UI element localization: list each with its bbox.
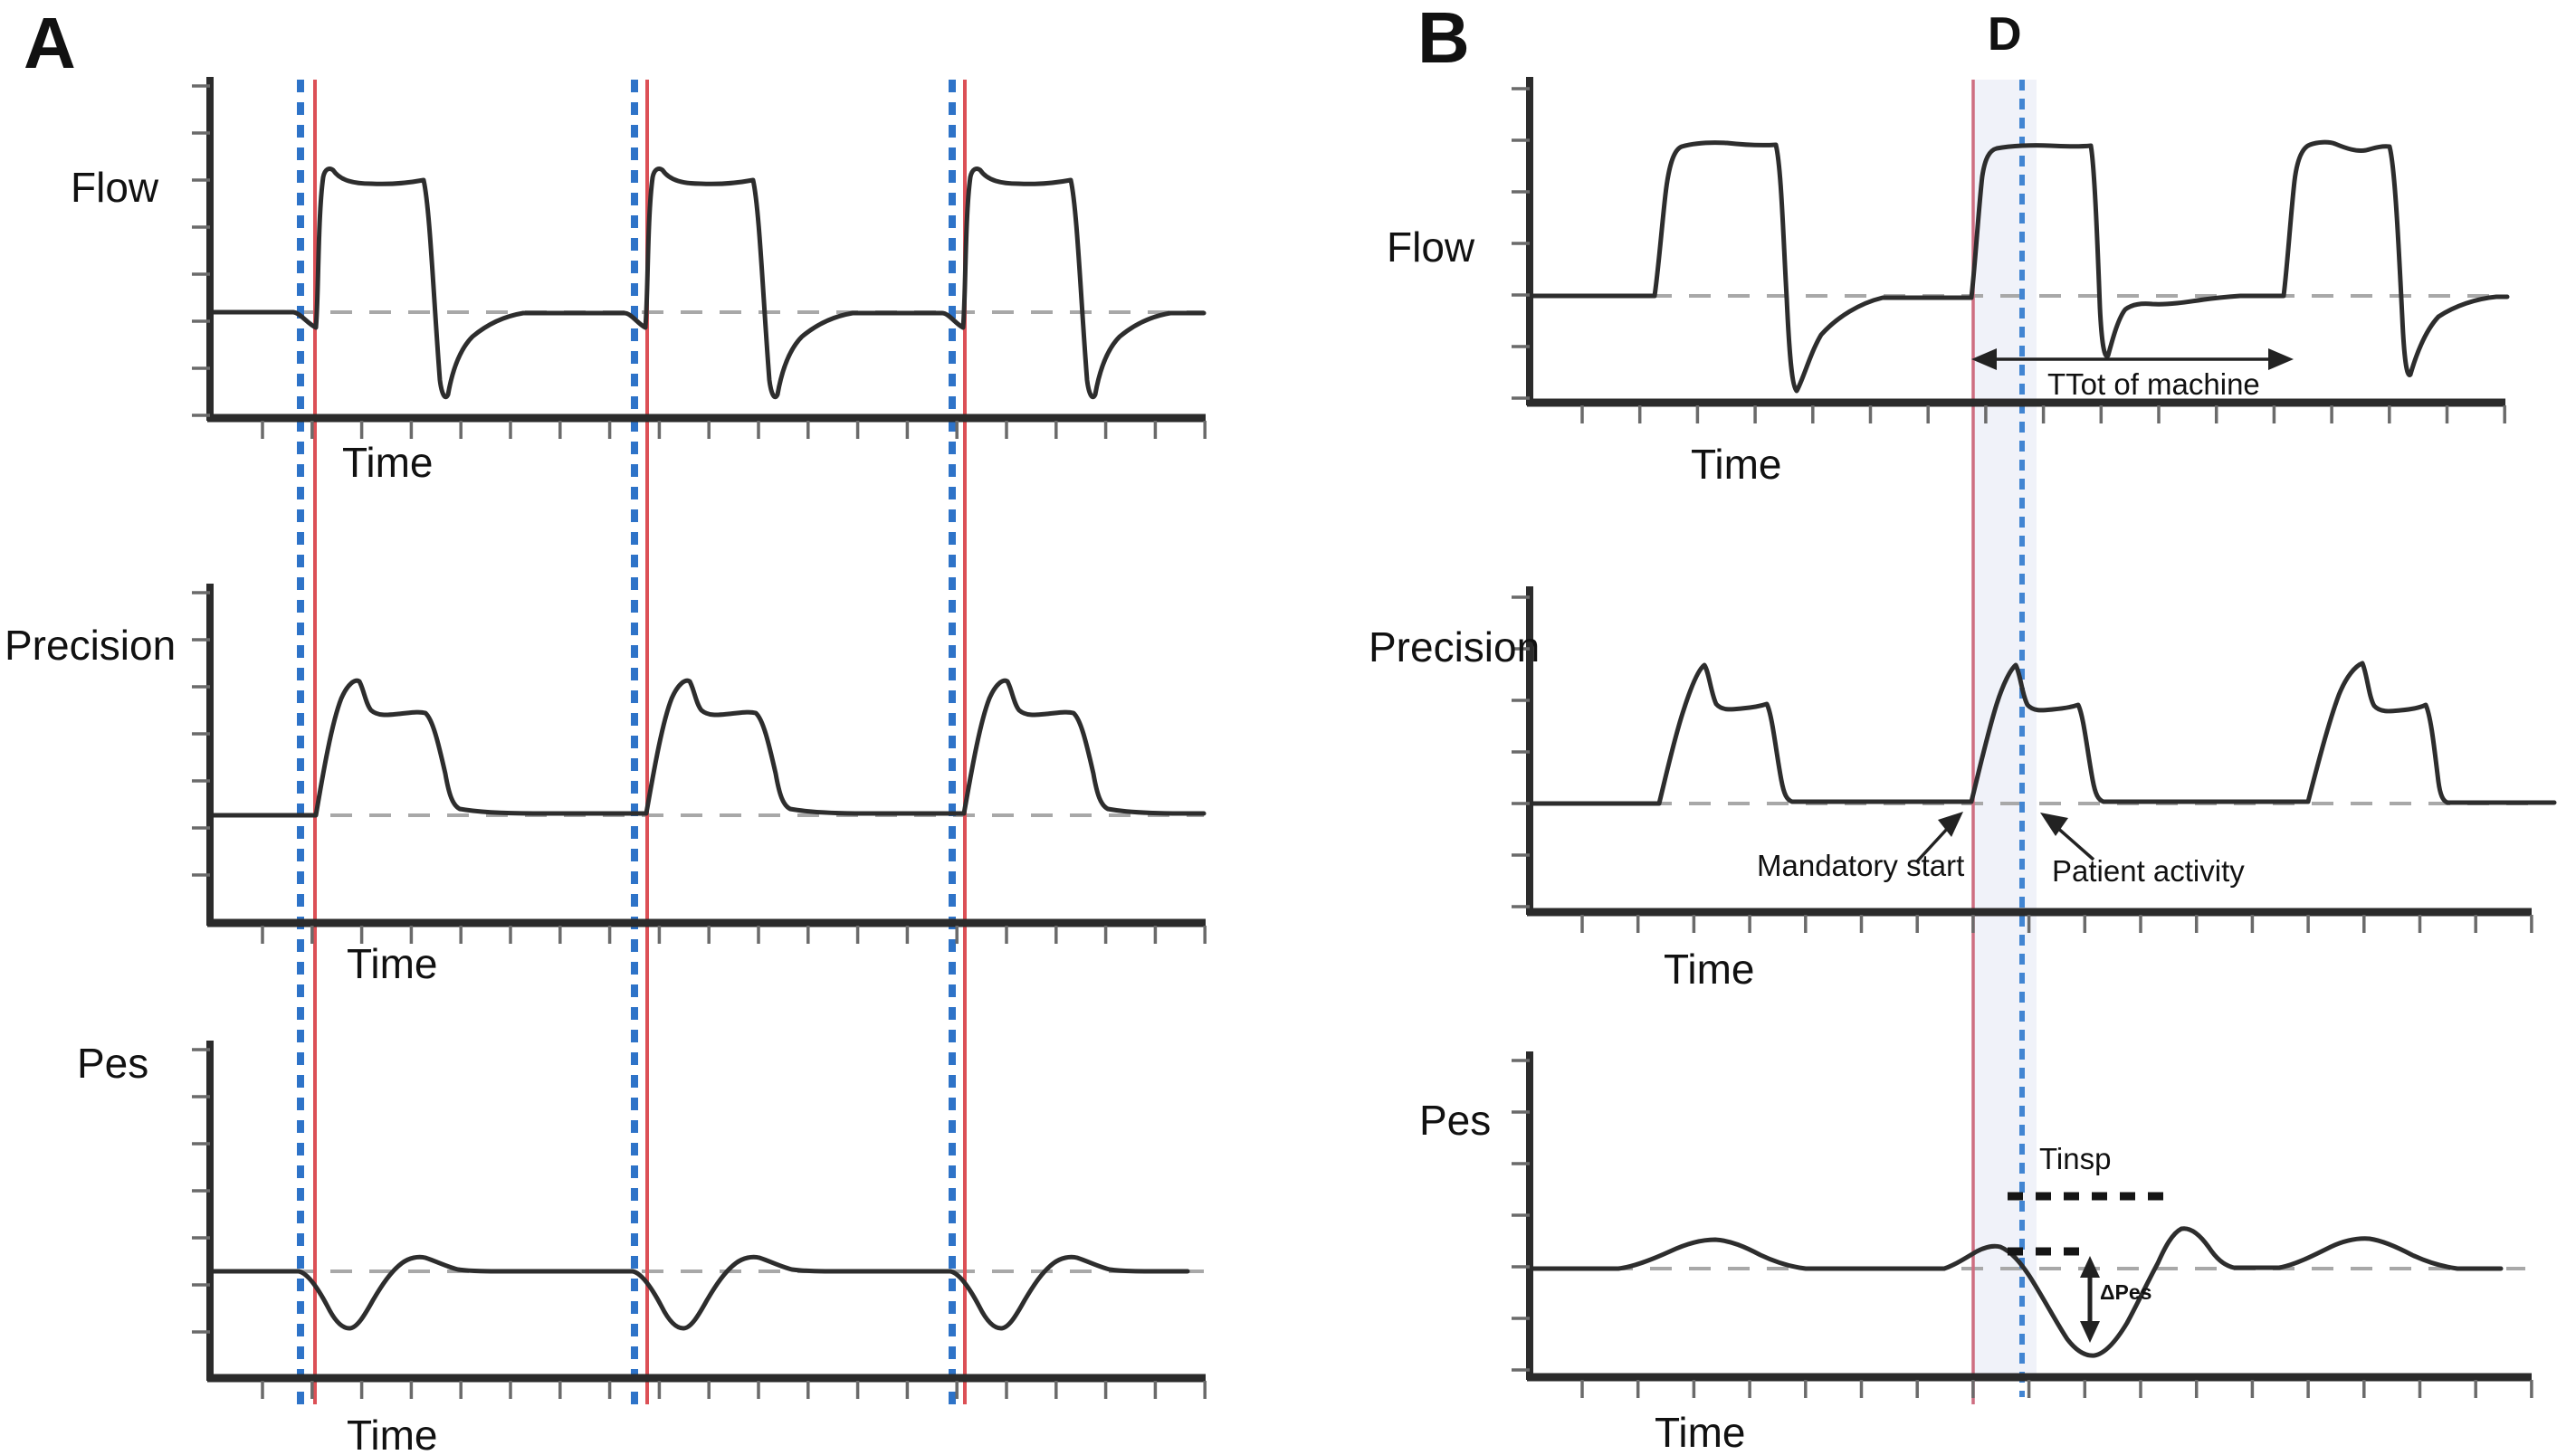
b-precision-chart-waveform <box>1527 661 2557 806</box>
b-precision-axis-label: Precision <box>1369 623 1541 670</box>
a-pes-time-label: Time <box>347 1412 438 1455</box>
panel-b-label: B <box>1417 0 1470 78</box>
dpes-arrow-head-up <box>2080 1256 2100 1278</box>
ttot-of-machine-label: TTot of machine <box>2047 367 2260 401</box>
patient-arrow-head <box>2040 813 2068 836</box>
ttot-arrow-head-right <box>2268 348 2294 370</box>
a-precision-axis-label: Precision <box>5 622 177 669</box>
dpes-arrow-head-down <box>2080 1321 2100 1343</box>
mandatory-arrow-line <box>1915 825 1951 863</box>
b-pes-axis-label: Pes <box>1419 1097 1492 1144</box>
b-flow-chart-waveform <box>1527 139 2510 394</box>
b-pes-chart-waveform <box>1527 1226 2504 1358</box>
tinsp-label: Tinsp <box>2039 1142 2112 1175</box>
a-flow-time-label: Time <box>342 439 434 486</box>
patient-arrow-line <box>2054 824 2095 861</box>
delta-pes-label: ΔPes <box>2100 1280 2152 1304</box>
a-precision-time-label: Time <box>347 940 438 987</box>
b-precision-time-label: Time <box>1664 946 1755 993</box>
ttot-arrow-head-left <box>1971 348 1997 370</box>
b-event-band <box>1973 80 2037 1377</box>
a-flow-chart-waveform <box>207 166 1207 400</box>
panel-a-label: A <box>24 3 76 83</box>
mandatory-arrow-head <box>1938 812 1963 837</box>
patient-activity-label: Patient activity <box>2052 854 2245 888</box>
b-flow-axis-label: Flow <box>1387 223 1475 271</box>
a-precision-chart-waveform <box>207 678 1207 818</box>
a-pes-axis-label: Pes <box>77 1040 149 1087</box>
b-flow-time-label: Time <box>1691 441 1782 488</box>
mandatory-start-label: Mandatory start <box>1757 849 1965 882</box>
b-pes-time-label: Time <box>1655 1409 1746 1455</box>
a-pes-chart-waveform <box>207 1254 1190 1331</box>
d-band-label: D <box>1988 8 2022 61</box>
a-flow-axis-label: Flow <box>71 164 159 211</box>
